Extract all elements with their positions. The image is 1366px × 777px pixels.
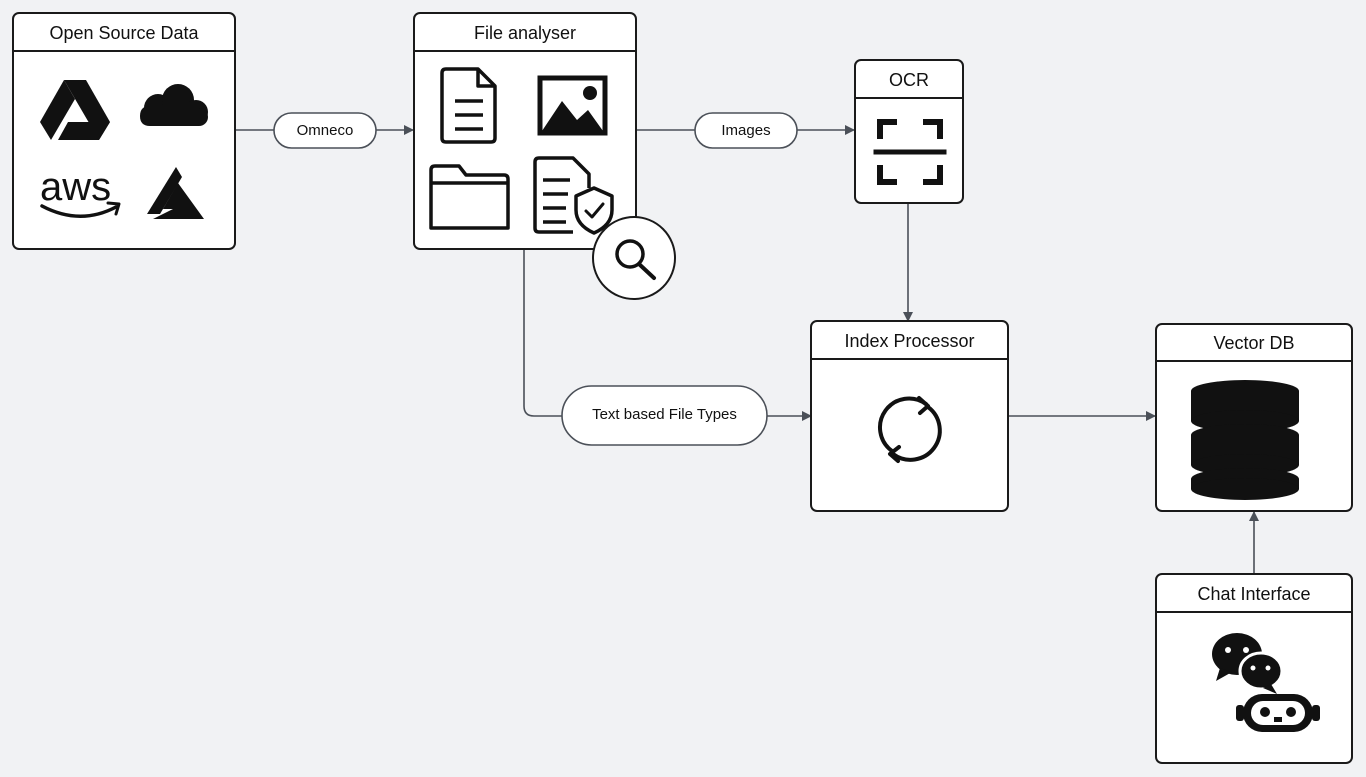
node-ocr: OCR bbox=[854, 59, 964, 204]
edge-label-omneco-text: Omneco bbox=[297, 122, 354, 139]
node-ocr-title: OCR bbox=[889, 70, 929, 90]
svg-text:aws: aws bbox=[40, 165, 111, 209]
database-icon bbox=[1191, 380, 1299, 500]
node-file-analyser-title: File analyser bbox=[474, 23, 576, 43]
secure-document-icon bbox=[533, 156, 614, 235]
aws-icon: aws bbox=[40, 165, 121, 218]
edge-label-text-based-text: Text based File Types bbox=[592, 406, 737, 423]
refresh-cycle-icon bbox=[878, 396, 942, 463]
node-index-processor-title: Index Processor bbox=[844, 331, 974, 351]
edge-label-images: Images bbox=[694, 112, 798, 149]
magnifier-icon bbox=[592, 216, 676, 300]
edge-analyser-to-index-a bbox=[523, 249, 562, 417]
node-vector-db-title: Vector DB bbox=[1213, 333, 1294, 353]
edge-label-text-based: Text based File Types bbox=[561, 385, 768, 446]
node-file-analyser: File analyser bbox=[413, 12, 637, 250]
robot-icon bbox=[1236, 694, 1320, 732]
node-vector-db: Vector DB bbox=[1155, 323, 1353, 512]
node-open-source-data-title: Open Source Data bbox=[49, 23, 199, 43]
azure-icon bbox=[147, 167, 204, 219]
scan-frame-icon bbox=[873, 119, 947, 185]
node-index-processor: Index Processor bbox=[810, 320, 1009, 512]
node-open-source-data: Open Source Data aws bbox=[12, 12, 236, 250]
edge-label-omneco: Omneco bbox=[273, 112, 377, 149]
connectors bbox=[235, 125, 1259, 574]
edge-label-images-text: Images bbox=[721, 122, 770, 139]
node-chat-interface-title: Chat Interface bbox=[1197, 584, 1310, 604]
onedrive-cloud-icon bbox=[140, 84, 208, 126]
node-chat-interface: Chat Interface bbox=[1155, 573, 1353, 764]
document-icon bbox=[440, 67, 497, 144]
google-drive-icon bbox=[40, 80, 110, 140]
image-icon bbox=[537, 75, 608, 136]
folder-icon bbox=[429, 164, 510, 230]
chat-bubbles-icon bbox=[1212, 633, 1284, 694]
